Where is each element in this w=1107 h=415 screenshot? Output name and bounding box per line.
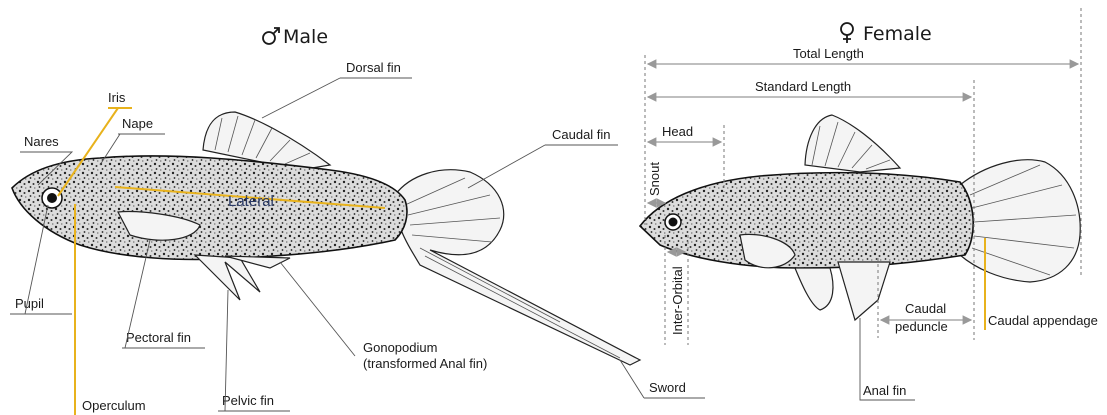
leader-dorsal-fin [262,78,412,118]
label-caudal-peduncle-2: peduncle [895,319,948,334]
label-sword: Sword [649,380,686,395]
label-nape: Nape [122,116,153,131]
label-snout: Snout [647,162,662,196]
label-gonopodium-1: Gonopodium [363,340,437,355]
male-caudal-fin-shape [395,170,640,365]
label-inter-orbital: Inter-Orbital [670,266,685,335]
label-total-length: Total Length [793,46,864,61]
label-head: Head [662,124,693,139]
female-fish [640,115,1080,320]
label-caudal-fin: Caudal fin [552,127,611,142]
female-anal-fin-shape [838,262,890,320]
female-symbol-icon [841,23,853,43]
female-dorsal-fin-shape [805,115,900,172]
male-pupil [47,193,57,203]
female-pupil [669,218,678,227]
female-body-shape [640,173,973,268]
leader-caudal-fin [468,145,618,188]
leader-gonopodium [280,262,355,356]
label-pectoral-fin: Pectoral fin [126,330,191,345]
female-title: Female [863,23,932,45]
label-caudal-appendage: Caudal appendage [988,313,1098,328]
label-pelvic-fin: Pelvic fin [222,393,274,408]
female-pelvic-fin-shape [795,268,833,310]
label-pupil: Pupil [15,296,44,311]
male-fish: Lateral [12,112,640,365]
label-standard-length: Standard Length [755,79,851,94]
male-header: Male [263,26,328,48]
label-lateral: Lateral [228,193,274,210]
label-anal-fin: Anal fin [863,383,906,398]
label-operculum: Operculum [82,398,146,413]
female-caudal-fin-shape [960,160,1080,282]
label-caudal-peduncle-1: Caudal [905,301,946,316]
label-iris: Iris [108,90,126,105]
male-body-shape [12,156,407,260]
label-gonopodium-2: (transformed Anal fin) [363,356,487,371]
male-symbol-icon [263,28,279,44]
female-header: Female [841,23,932,45]
label-dorsal-fin: Dorsal fin [346,60,401,75]
male-title: Male [283,26,328,48]
label-nares: Nares [24,134,59,149]
